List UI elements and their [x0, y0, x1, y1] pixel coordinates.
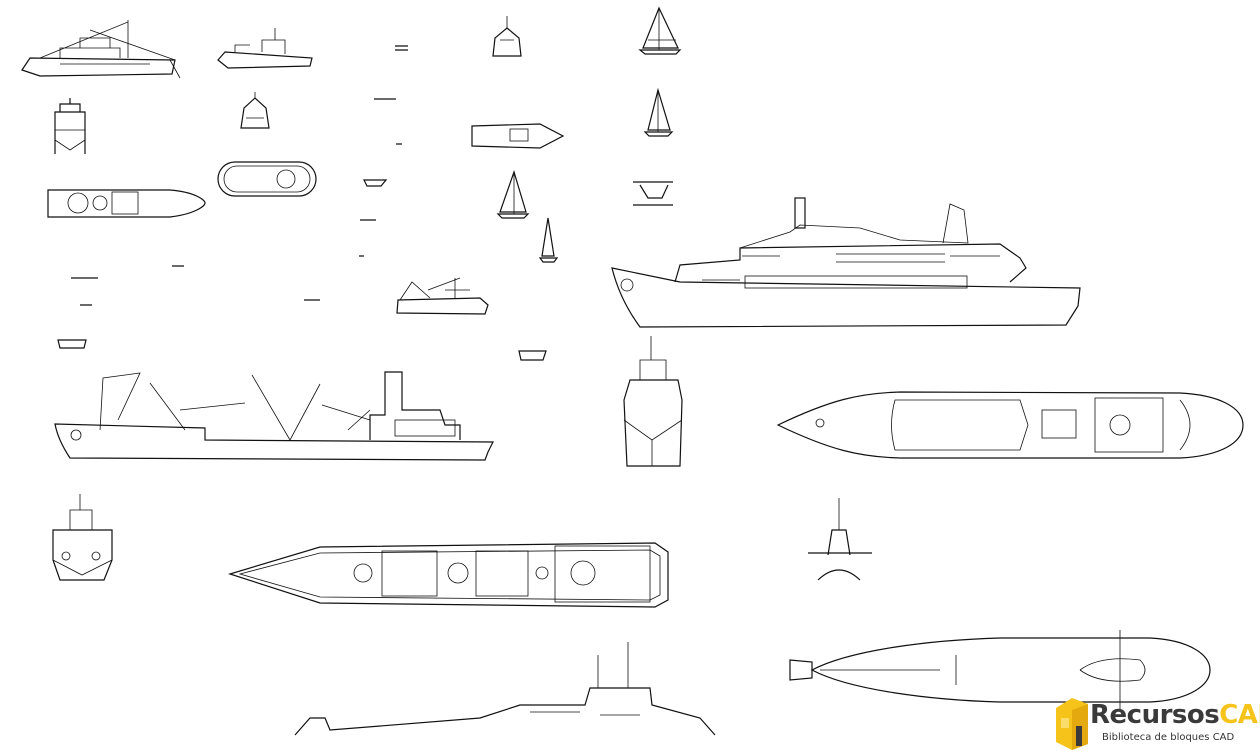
catamaran-top — [633, 181, 673, 206]
patrol-boat-top — [47, 189, 206, 218]
submarine-side — [294, 642, 716, 736]
lifeboat-top — [471, 123, 565, 149]
sailboat-3 — [496, 170, 530, 219]
cargo-ship-side — [54, 371, 494, 461]
frigate-top — [227, 542, 669, 608]
house-logo-icon — [1056, 698, 1088, 750]
submarine-top — [789, 630, 1211, 710]
cargo-ship-front — [623, 336, 683, 467]
logo-brand-part1: Recursos — [1090, 700, 1220, 730]
cruise-ship-side — [611, 197, 1081, 328]
logo-tagline: Biblioteca de bloques CAD — [1102, 732, 1235, 743]
tug-front — [240, 92, 270, 129]
submarine-front — [808, 498, 872, 581]
frigate-front — [52, 494, 113, 581]
tugboat-side — [217, 28, 313, 69]
recursoscad-logo: RecursosCAD Biblioteca de bloques CAD — [1052, 694, 1260, 752]
boat-front-view-1 — [492, 16, 522, 57]
tug-top — [217, 161, 317, 197]
fishing-trawler-side — [21, 20, 181, 79]
sailboat-2 — [643, 87, 674, 137]
logo-title: RecursosCAD — [1090, 700, 1260, 730]
sailboat-4 — [538, 217, 559, 263]
logo-brand-part2: CAD — [1219, 700, 1260, 730]
small-boats — [57, 45, 547, 361]
sailboat-1 — [638, 6, 682, 55]
cruise-ship-top — [776, 391, 1244, 459]
trawler-front — [54, 98, 86, 154]
fishing-boat-side — [396, 277, 489, 315]
